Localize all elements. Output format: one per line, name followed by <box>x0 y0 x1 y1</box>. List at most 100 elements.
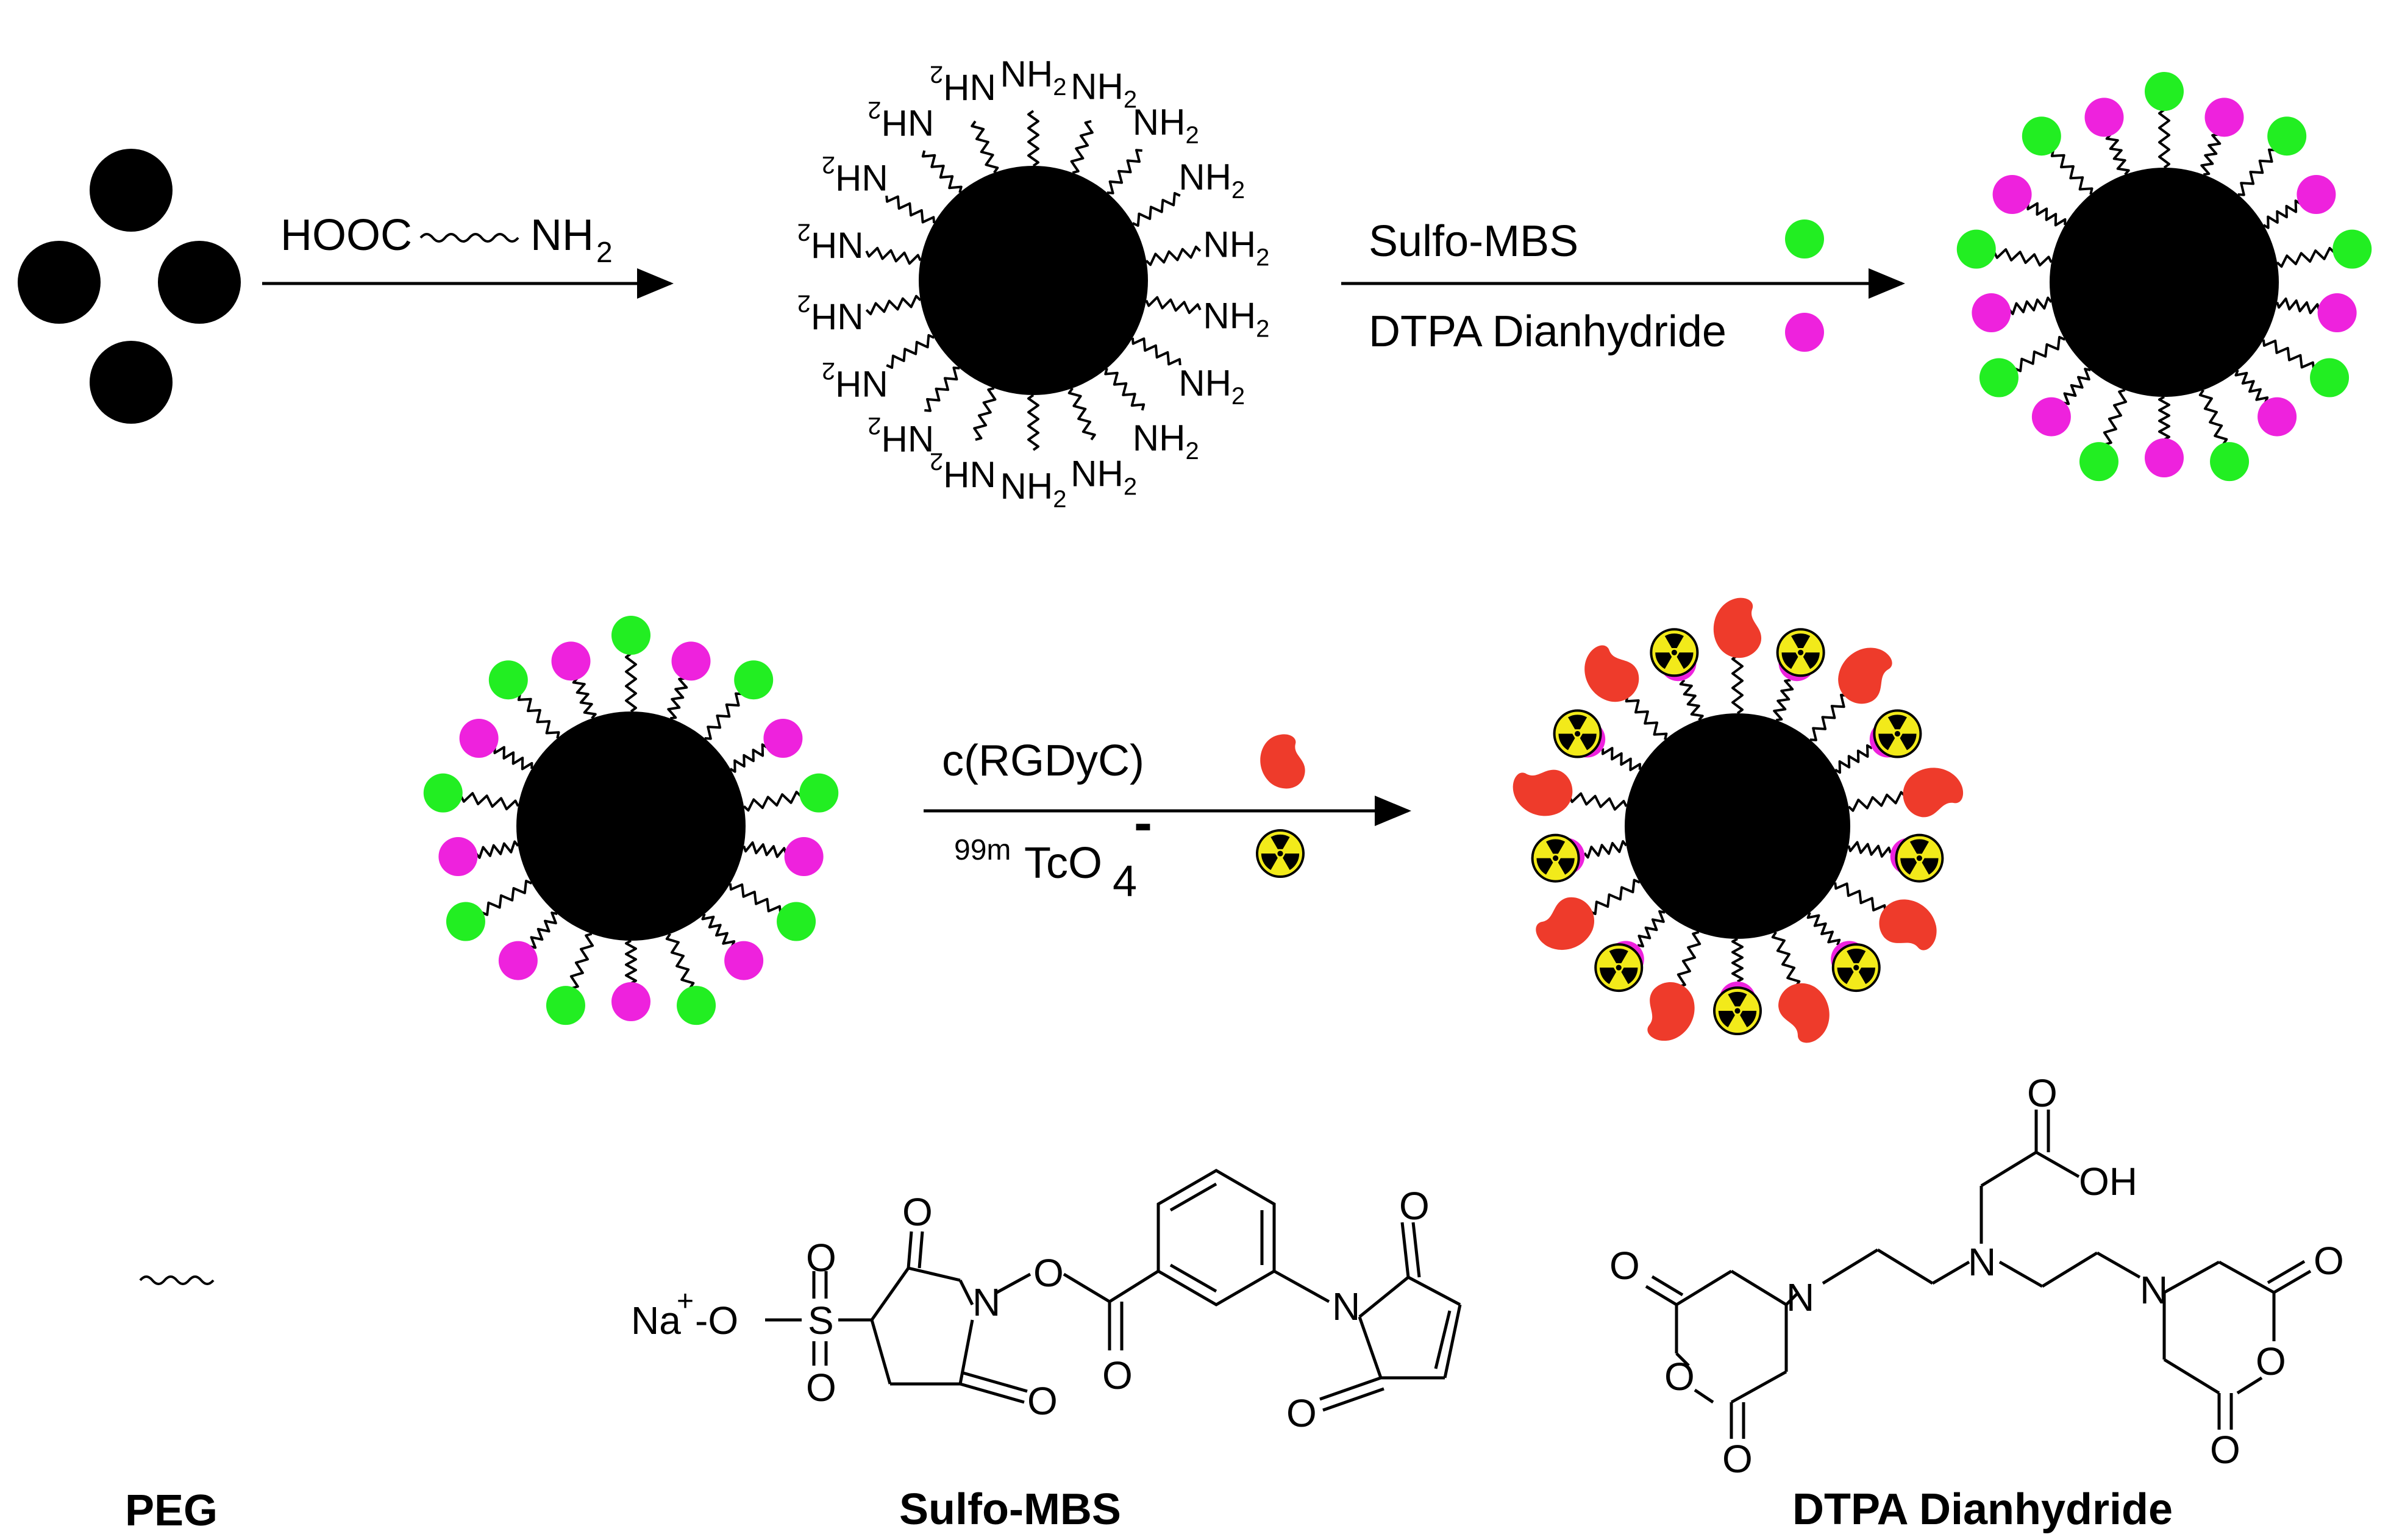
arrow-step-2: Sulfo-MBS DTPA Dianhydride <box>1341 217 1905 356</box>
peg-chain <box>1067 387 1096 441</box>
atom-na: Na <box>631 1299 681 1342</box>
amine-label: NH2 <box>1203 224 1269 271</box>
magenta-ligand <box>611 982 650 1021</box>
linker-wavy <box>419 233 519 243</box>
radiation-icon <box>1531 833 1580 883</box>
peg-chain <box>572 677 597 719</box>
peg-chain <box>481 880 532 916</box>
peg-chain <box>865 294 922 316</box>
peg-chain <box>743 791 802 812</box>
peg-chain <box>1131 191 1181 227</box>
sulfo-mbs-structure <box>765 1169 1462 1412</box>
peg-chain <box>973 387 997 441</box>
peg-chain <box>1847 841 1892 858</box>
nanoparticle-core <box>516 711 746 941</box>
magenta-ligand <box>784 837 824 877</box>
peg-chain <box>1993 248 2053 267</box>
magenta-ligand <box>2297 175 2336 214</box>
peg-chain <box>1131 337 1181 366</box>
green-ligand <box>546 986 585 1025</box>
peg-chain <box>2237 148 2276 196</box>
radiation-icon <box>1594 943 1644 993</box>
peg-chain <box>2062 368 2091 405</box>
peg-chain <box>1637 910 1666 948</box>
linker-label-nh: NH <box>530 211 594 260</box>
peg-chain <box>1625 695 1668 740</box>
radiation-icon <box>1831 943 1881 993</box>
nanoparticle-core <box>2050 168 2279 397</box>
peg-chain <box>1679 679 1704 721</box>
peg-chain <box>2158 109 2170 169</box>
peg-chain <box>2105 134 2130 176</box>
amine-label: NH2 <box>1000 54 1067 101</box>
amine-label: NH2 <box>1071 66 1137 113</box>
green-ligand <box>2079 442 2118 482</box>
legend-sulfo-mbs-label: Sulfo-MBS <box>899 1485 1121 1534</box>
peg-chain <box>493 746 533 771</box>
amine-label: NH2 <box>822 151 888 198</box>
bifunctional-nanoparticle-top <box>1956 72 2372 482</box>
rgd-peptide-icon <box>1513 769 1573 816</box>
magenta-ligand <box>2317 293 2357 333</box>
linker-label-sub: 2 <box>596 237 613 269</box>
amine-label: NH2 <box>930 448 996 495</box>
peg-chain <box>886 333 935 369</box>
radiation-icon <box>1873 709 1922 758</box>
magenta-ligand <box>551 641 591 681</box>
radiation-icon <box>1256 829 1305 878</box>
atom-o-left-ring: O <box>1664 1355 1695 1399</box>
atom-o-succ-top: O <box>902 1190 933 1234</box>
atom-o-right-ring: O <box>2256 1339 2286 1383</box>
peg-chain <box>1834 882 1887 912</box>
atom-oh: OH <box>2079 1160 2137 1203</box>
atom-n-right: N <box>2140 1268 2168 1312</box>
peg-chain <box>2262 199 2301 229</box>
amine-label: NH2 <box>1178 363 1245 410</box>
reagent-rgd: c(RGDyC) <box>942 736 1144 785</box>
rgd-peptide-icon <box>1713 597 1762 658</box>
peg-chain <box>1677 930 1701 988</box>
peg-chain <box>1589 879 1641 915</box>
rgd-peptide-icon <box>1536 897 1594 950</box>
peg-chain <box>569 932 594 989</box>
peg-chain <box>1070 119 1094 174</box>
arrow-step-3: c(RGDyC) 99m TcO 4 - <box>924 734 1411 906</box>
atom-o-mal-bottom: O <box>1286 1391 1317 1435</box>
peg-chain <box>2200 133 2222 176</box>
peg-chain <box>1568 792 1628 811</box>
peg-chain <box>729 883 782 913</box>
magenta-ligand <box>438 837 478 877</box>
peg-chain <box>665 933 695 989</box>
rgd-peptide-icon <box>1778 983 1830 1043</box>
peg-chain <box>2234 369 2269 404</box>
atom-s: S <box>808 1299 834 1342</box>
radiation-icon <box>1650 628 1699 677</box>
peg-chain <box>2026 202 2067 227</box>
peg-chain <box>743 841 787 858</box>
atom-n-maleimide: N <box>1332 1285 1360 1328</box>
peg-chain <box>921 150 963 193</box>
radiation-icon <box>1776 628 1825 677</box>
legend-dtpa-label: DTPA Dianhydride <box>1792 1485 2173 1534</box>
rgd-peptide-icon <box>1647 982 1695 1041</box>
radiation-icon <box>1895 833 1944 883</box>
peg-chain <box>517 693 560 739</box>
peg-chain <box>2158 396 2170 441</box>
peg-chain <box>2276 247 2336 268</box>
rgd-peptide-icon <box>1903 768 1964 818</box>
green-ligand <box>2267 116 2307 156</box>
peg-chain <box>2014 336 2065 373</box>
amine-label: NH2 <box>868 412 934 459</box>
rgd-peptide-icon <box>1584 645 1639 702</box>
green-ligand <box>677 986 716 1025</box>
peg-chain <box>924 366 960 412</box>
peg-chain <box>1731 654 1744 715</box>
peg-chain <box>971 120 999 174</box>
peg-chain <box>2050 149 2093 195</box>
peg-chain <box>529 911 558 949</box>
magenta-ligand <box>1972 293 2011 333</box>
peg-chain <box>729 743 768 773</box>
linker-label-hooc: HOOC <box>280 211 412 260</box>
